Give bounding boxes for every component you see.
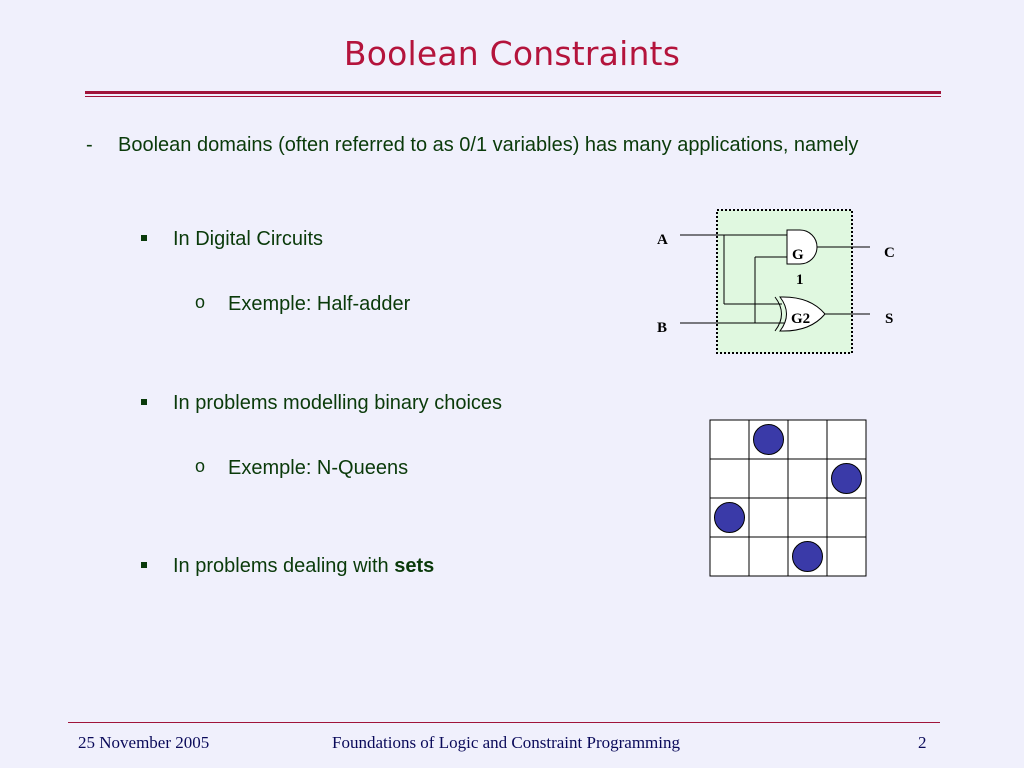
title-divider-thin: [85, 96, 941, 97]
input-b-label: B: [657, 320, 667, 336]
bullet-digital-circuits: In Digital Circuits: [173, 228, 324, 250]
board-cell: [826, 419, 867, 460]
queens-pieces: [714, 424, 862, 572]
queen-piece: [714, 502, 745, 533]
slide-title: Boolean Constraints: [343, 34, 681, 73]
board-cell: [748, 458, 789, 499]
board-cell: [748, 536, 789, 577]
queen-piece: [792, 541, 823, 572]
board-cell: [787, 419, 828, 460]
board-cell: [787, 497, 828, 538]
title-divider: [85, 91, 941, 94]
intro-text: Boolean domains (often referred to as 0/…: [118, 134, 859, 156]
square-bullet-icon: [141, 562, 147, 568]
queen-piece: [753, 424, 784, 455]
and-gate-g1: [786, 229, 818, 265]
sub-bullet-n-queens: Exemple: N-Queens: [228, 457, 409, 479]
gate-g1-label: G: [792, 247, 804, 263]
input-a-label: A: [657, 232, 668, 248]
footer-divider: [68, 722, 940, 723]
bullet-sets: In problems dealing with sets: [173, 555, 435, 577]
queen-piece: [831, 463, 862, 494]
intro-dash: -: [86, 134, 93, 156]
board-cell: [709, 536, 750, 577]
sub-bullet-half-adder: Exemple: Half-adder: [228, 293, 411, 315]
board-cell: [787, 458, 828, 499]
board-cell: [709, 419, 750, 460]
square-bullet-icon: [141, 235, 147, 241]
board-cell: [748, 497, 789, 538]
half-adder-diagram: A B C S G 1 G2: [657, 209, 895, 354]
output-s-label: S: [885, 311, 893, 327]
circle-bullet-icon: o: [195, 292, 206, 312]
n-queens-board: [709, 419, 867, 577]
footer-course-title: Foundations of Logic and Constraint Prog…: [332, 733, 680, 752]
circle-bullet-icon: o: [195, 456, 206, 476]
xor-gate-g2-curve: [774, 296, 782, 332]
gate-g2-label: G2: [791, 311, 810, 327]
square-bullet-icon: [141, 399, 147, 405]
circuit-box: [716, 209, 853, 354]
board-grid: [709, 419, 867, 577]
gate-g1-label-line2: 1: [796, 272, 804, 288]
board-cell: [826, 497, 867, 538]
footer-date: 25 November 2005: [78, 733, 210, 752]
slide-number: 2: [918, 733, 927, 752]
bullet-binary-choices: In problems modelling binary choices: [173, 392, 503, 414]
output-c-label: C: [884, 245, 895, 261]
xor-gate-g2: [779, 296, 826, 332]
board-cell: [709, 458, 750, 499]
board-cell: [826, 536, 867, 577]
